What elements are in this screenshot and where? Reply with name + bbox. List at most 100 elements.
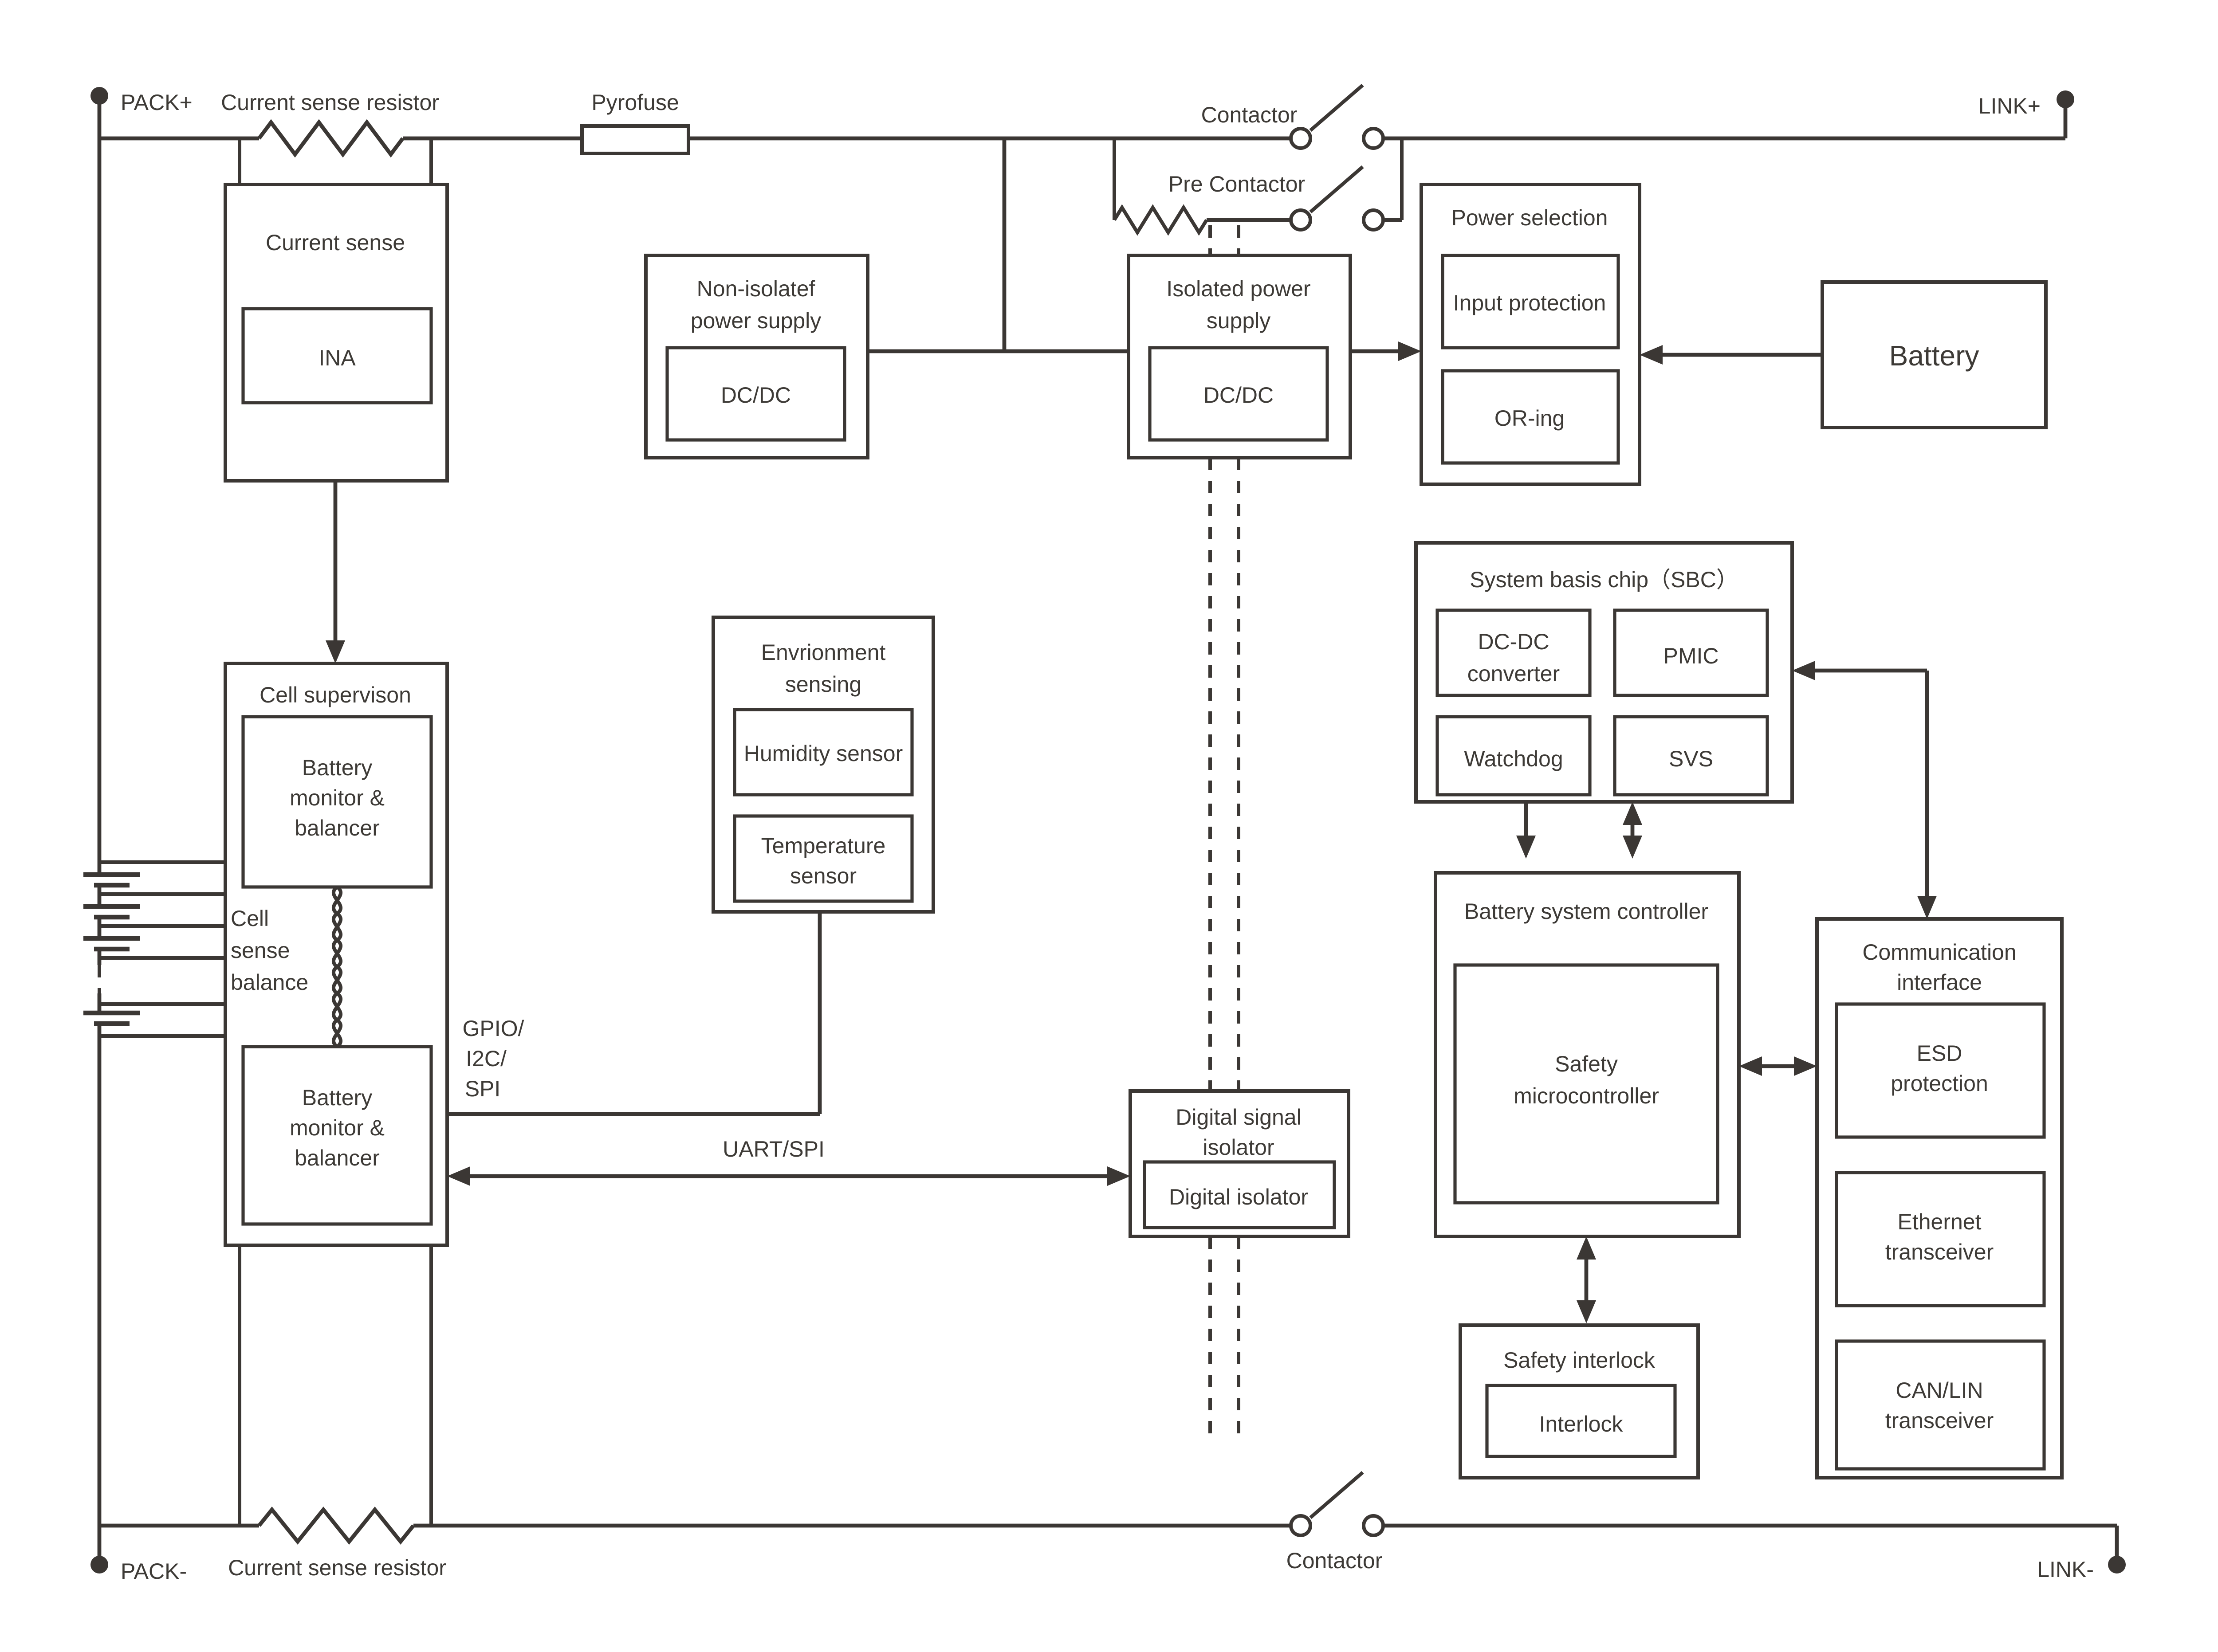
battery-monitor-bottom-label: Battery xyxy=(302,1085,372,1110)
watchdog-label: Watchdog xyxy=(1464,746,1563,771)
safety-interlock-block: Safety interlock Interlock xyxy=(1459,1323,1700,1479)
environment-sensing-title: sensing xyxy=(785,672,861,697)
ethernet-transceiver-box xyxy=(1835,1171,2046,1307)
non-isolated-power-supply-block: Non-isolatef power supply DC/DC xyxy=(644,254,869,459)
pmic-box xyxy=(1613,608,1769,697)
isolated-dcdc-label: DC/DC xyxy=(1203,383,1274,408)
comm-interface-title: Communication xyxy=(1862,940,2016,965)
humidity-sensor-label: Humidity sensor xyxy=(744,741,903,766)
esd-protection-box xyxy=(1835,1002,2046,1139)
pack-plus-label: PACK+ xyxy=(121,90,193,115)
isolated-ps-title: supply xyxy=(1207,308,1271,333)
battery-label: Battery xyxy=(1889,340,1979,372)
safety-interlock-title: Safety interlock xyxy=(1503,1348,1656,1373)
contactor-bottom-label: Contactor xyxy=(1286,1548,1383,1573)
temperature-sensor-label: Temperature xyxy=(761,833,886,858)
sbc-dcdc-converter-label: converter xyxy=(1467,661,1560,686)
input-protection-label: Input protection xyxy=(1453,290,1606,315)
arrowhead-down xyxy=(1623,836,1642,859)
floating-labels: PACK+ PACK- LINK+ LINK- Current sense re… xyxy=(121,90,2094,1584)
non-isolated-dcdc-label: DC/DC xyxy=(721,383,791,408)
sbc-block: System basis chip（SBC） DC-DC converter P… xyxy=(1414,541,1794,804)
arrowhead-left xyxy=(1640,345,1663,365)
battery-monitor-bottom-box xyxy=(241,1045,433,1226)
uart-spi-label: UART/SPI xyxy=(723,1137,825,1162)
arrowhead-left xyxy=(1792,661,1815,680)
contactor-contact xyxy=(1362,127,1385,150)
contactor-blade xyxy=(1309,83,1364,132)
arrowhead-right xyxy=(1398,341,1421,361)
arrowhead-down xyxy=(326,640,345,663)
digital-signal-isolator-title: isolator xyxy=(1203,1135,1274,1160)
contactor-top-label: Contactor xyxy=(1201,102,1298,127)
pyrofuse-symbol xyxy=(580,124,690,155)
pre-contactor-branch xyxy=(1113,138,1404,236)
safety-microcontroller-label: Safety xyxy=(1555,1052,1618,1076)
oring-box xyxy=(1441,369,1620,465)
arrowhead-right xyxy=(1794,1056,1817,1076)
svs-box xyxy=(1613,715,1769,797)
connection-arrows xyxy=(326,138,1937,1323)
gpio-i2c-spi-label: I2C/ xyxy=(466,1046,507,1071)
interlock-box xyxy=(1485,1384,1677,1458)
contactor-blade xyxy=(1309,1471,1364,1519)
canlin-transceiver-label: CAN/LIN xyxy=(1896,1378,1983,1403)
pack-minus-label: PACK- xyxy=(121,1559,187,1584)
temperature-sensor-box xyxy=(733,814,914,903)
battery-system-controller-block: Battery system controller Safety microco… xyxy=(1434,871,1741,1238)
contactor-contact xyxy=(1362,1514,1385,1537)
arrowhead-down xyxy=(1917,896,1937,919)
arrowhead-down xyxy=(1516,836,1536,859)
safety-microcontroller-box xyxy=(1453,963,1719,1205)
cell-sense-balance-label: sense xyxy=(231,938,290,963)
temperature-sensor-label: sensor xyxy=(790,863,857,888)
safety-microcontroller-label: microcontroller xyxy=(1514,1083,1659,1108)
comm-interface-title: interface xyxy=(1897,970,1982,995)
power-selection-title: Power selection xyxy=(1451,205,1608,230)
battery-block: Battery xyxy=(1821,280,2048,429)
twisted-pair-wire xyxy=(332,885,342,1048)
arrowhead-up xyxy=(1577,1236,1596,1260)
esd-protection-label: protection xyxy=(1891,1071,1988,1096)
current-sense-title: Current sense xyxy=(266,230,405,255)
esd-protection-label: ESD xyxy=(1917,1041,1962,1066)
pyrofuse-label: Pyrofuse xyxy=(591,90,679,115)
sbc-title: System basis chip（SBC） xyxy=(1470,567,1738,592)
link-plus-terminal-dot xyxy=(2057,90,2074,108)
cell-supervision-title: Cell supervison xyxy=(260,683,411,707)
battery-cell-symbols xyxy=(83,860,225,1038)
pmic-label: PMIC xyxy=(1664,644,1719,668)
cell-supervision-block: Cell supervison Battery monitor & balanc… xyxy=(224,662,449,1247)
digital-signal-isolator-block: Digital signal isolator Digital isolator xyxy=(1129,1089,1350,1238)
contactor-contact xyxy=(1289,127,1312,150)
current-sense-resistor-bottom-label: Current sense resistor xyxy=(228,1555,446,1580)
canlin-transceiver-box xyxy=(1835,1339,2046,1471)
battery-monitor-top-label: Battery xyxy=(302,755,372,780)
cell-sense-balance-label: Cell xyxy=(231,906,269,931)
svs-label: SVS xyxy=(1669,746,1713,771)
ina-box xyxy=(241,307,433,404)
pre-charge-resistor-symbol xyxy=(1113,204,1208,236)
ethernet-transceiver-label: Ethernet xyxy=(1897,1209,1981,1234)
watchdog-box xyxy=(1435,715,1592,797)
arrowhead-left xyxy=(447,1166,470,1186)
battery-monitor-bottom-label: balancer xyxy=(295,1146,380,1170)
link-minus-label: LINK- xyxy=(2037,1557,2094,1582)
arrowhead-down xyxy=(1577,1300,1596,1323)
battery-monitor-top-label: monitor & xyxy=(290,785,385,810)
non-isolated-ps-title: Non-isolatef xyxy=(697,276,815,301)
cell-sense-balance-label: balance xyxy=(231,970,308,995)
environment-sensing-block: Envrionment sensing Humidity sensor Temp… xyxy=(712,616,935,914)
arrowhead-left xyxy=(1739,1056,1762,1076)
non-isolated-dcdc-box xyxy=(665,346,846,442)
sbc-dcdc-converter-box xyxy=(1435,608,1592,697)
power-rails xyxy=(97,96,2119,1565)
canlin-transceiver-label: transceiver xyxy=(1885,1408,1994,1433)
contactor-contact xyxy=(1289,208,1312,232)
battery-monitor-top-box xyxy=(241,715,433,889)
pack-minus-terminal-dot xyxy=(90,1556,108,1574)
digital-signal-isolator-title: Digital signal xyxy=(1176,1105,1301,1130)
digital-isolator-box xyxy=(1143,1160,1336,1229)
bsc-title: Battery system controller xyxy=(1464,899,1708,924)
